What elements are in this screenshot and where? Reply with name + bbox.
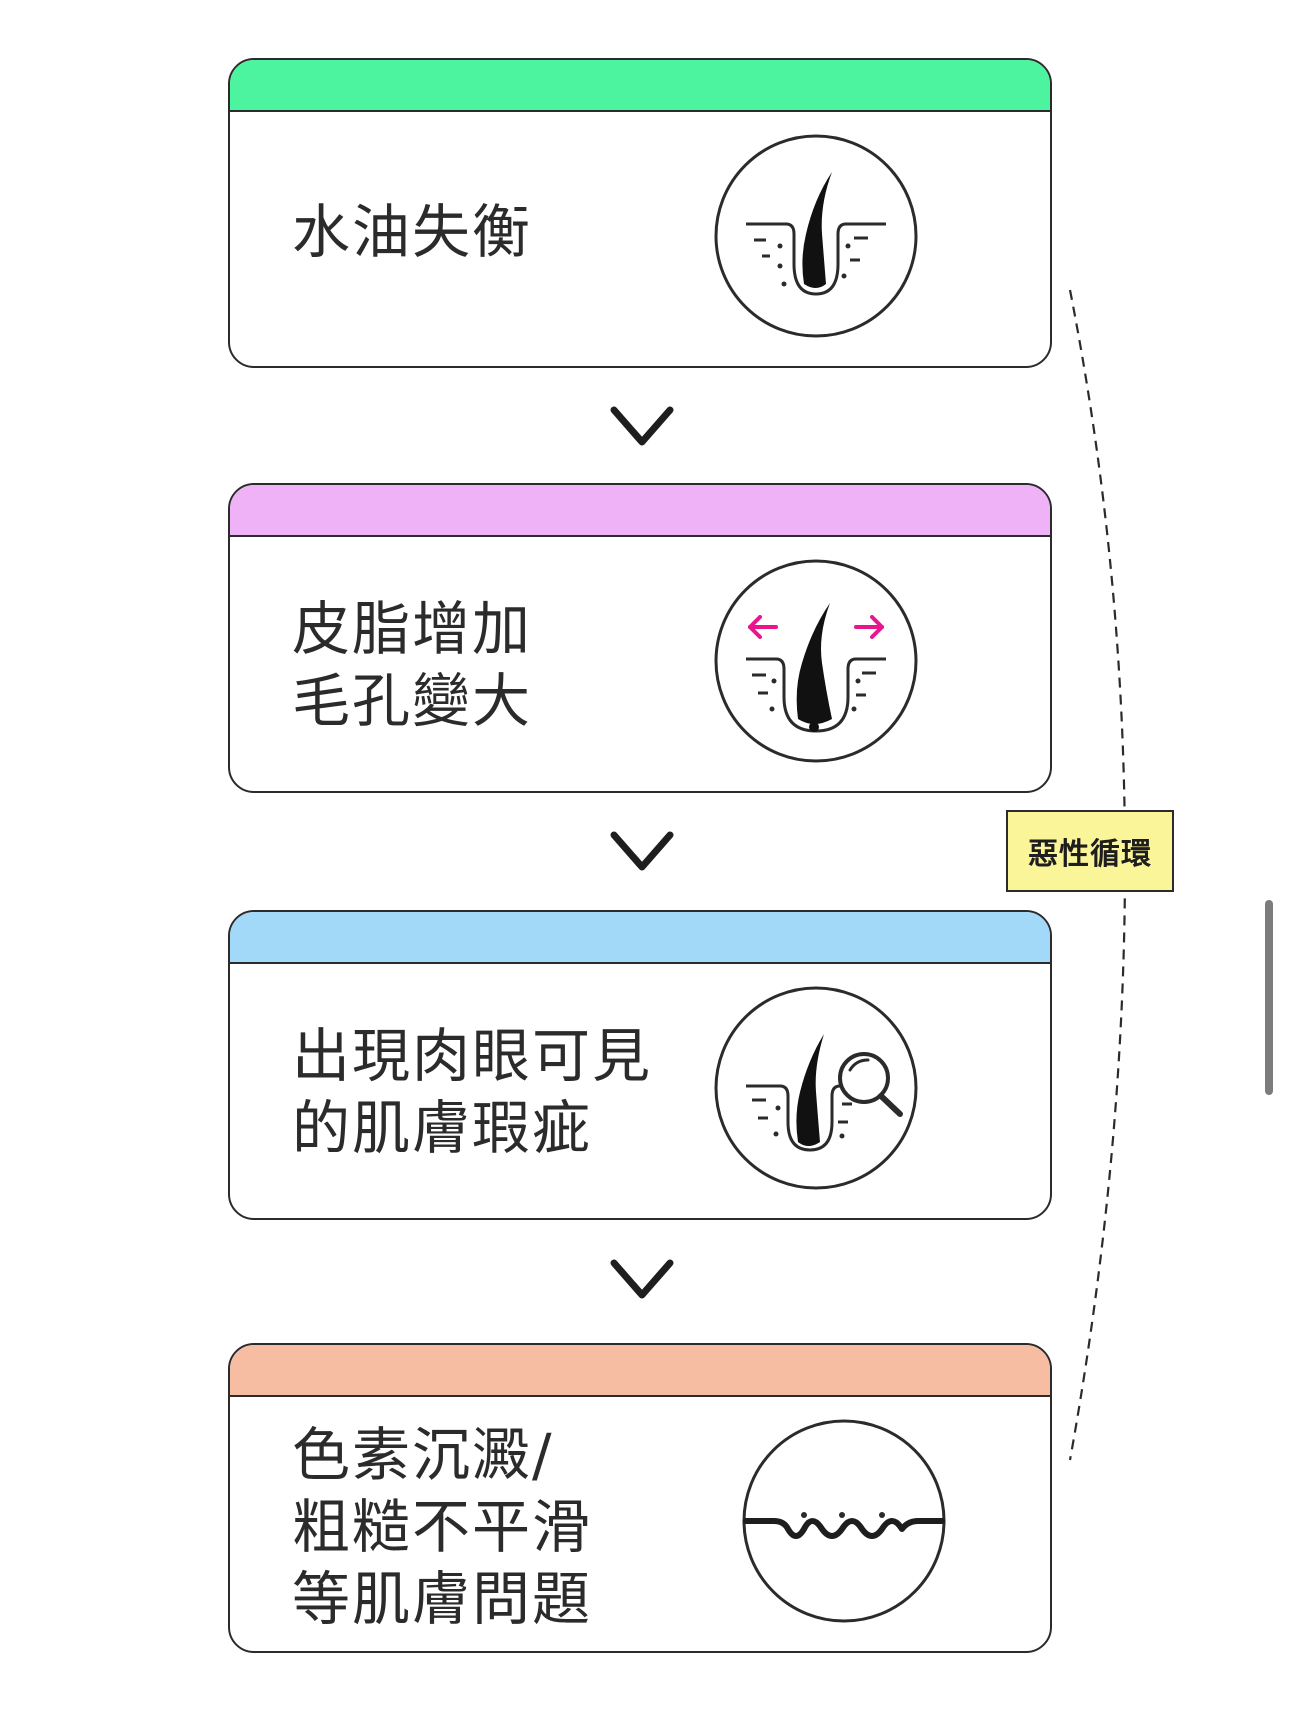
chevron-down-icon xyxy=(610,831,674,871)
step-card-3: 出現肉眼可見 的肌膚瑕疵 xyxy=(228,910,1052,1220)
chevron-down-icon xyxy=(610,406,674,446)
enlarged-pore-icon xyxy=(714,559,918,763)
chevron-down-icon xyxy=(610,1259,674,1299)
step-card-4: 色素沉澱/ 粗糙不平滑 等肌膚問題 xyxy=(228,1343,1052,1653)
step-card-1: 水油失衡 xyxy=(228,58,1052,368)
step-card-2-band xyxy=(230,485,1050,537)
step-card-1-band xyxy=(230,60,1050,112)
magnifier-follicle-icon xyxy=(714,986,918,1190)
step-card-1-text: 水油失衡 xyxy=(292,198,533,266)
hair-follicle-icon xyxy=(714,134,918,338)
rough-skin-icon xyxy=(742,1419,946,1623)
step-card-2: 皮脂增加 毛孔變大 xyxy=(228,483,1052,793)
step-card-4-band xyxy=(230,1345,1050,1397)
step-card-4-text: 色素沉澱/ 粗糙不平滑 等肌膚問題 xyxy=(292,1421,593,1633)
step-card-2-text: 皮脂增加 毛孔變大 xyxy=(292,595,533,735)
step-card-3-text: 出現肉眼可見 的肌膚瑕疵 xyxy=(292,1022,653,1162)
scrollbar-thumb[interactable] xyxy=(1265,900,1273,1095)
step-card-3-band xyxy=(230,912,1050,964)
vicious-cycle-label: 惡性循環 xyxy=(1006,810,1174,892)
